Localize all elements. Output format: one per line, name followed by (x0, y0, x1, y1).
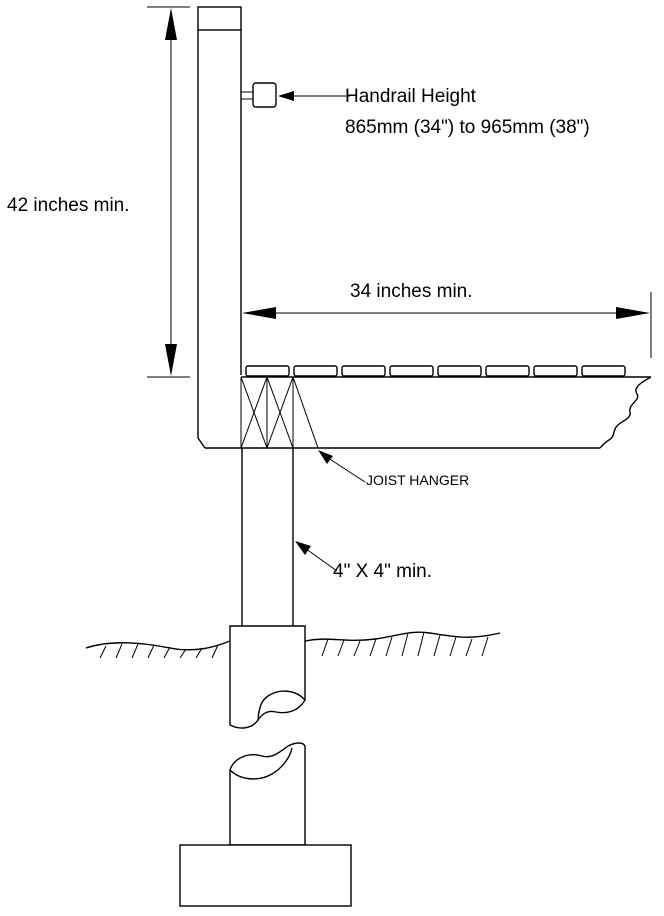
handrail-bracket (241, 82, 277, 108)
deck-width-dimension (240, 292, 652, 358)
pier-lower (229, 742, 306, 846)
joist-hanger (240, 376, 319, 449)
guard-post (197, 6, 242, 449)
handrail-range: 865mm (34") to 965mm (38") (345, 117, 590, 138)
support-post (241, 448, 294, 626)
post-size-label: 4" X 4" min. (333, 561, 432, 582)
guard-height-label: 42 inches min. (7, 195, 130, 216)
joist-hanger-leader (318, 450, 366, 483)
joist-hanger-label: JOIST HANGER (366, 472, 469, 488)
post-size-leader (295, 541, 338, 572)
pier-upper (229, 625, 306, 729)
guard-height-dimension (147, 6, 190, 378)
ground-line (85, 631, 501, 659)
deck-width-label: 34 inches min. (350, 281, 473, 302)
rim-joist (205, 376, 652, 449)
handrail-leader (278, 91, 350, 101)
handrail-title: Handrail Height (345, 86, 477, 107)
deck-boards (245, 365, 626, 377)
post-cap (197, 6, 242, 31)
footing-pad (179, 844, 352, 907)
